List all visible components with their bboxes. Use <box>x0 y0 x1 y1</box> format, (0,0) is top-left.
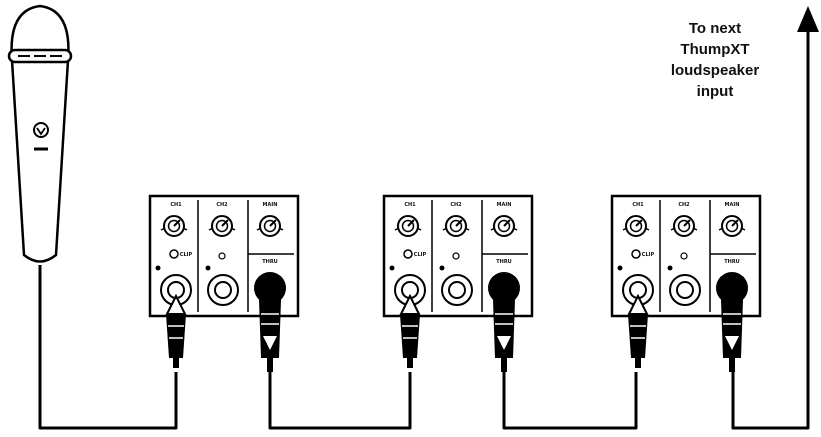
screw <box>667 265 673 271</box>
thru-xlr-plug <box>721 300 743 372</box>
clip-label: CLIP <box>414 252 427 258</box>
link-cable-1 <box>268 372 412 430</box>
input-xlr-plug <box>165 293 187 368</box>
thru-jack <box>254 272 286 304</box>
ch1-label: CH1 <box>632 202 644 208</box>
ch2-label: CH2 <box>216 202 228 208</box>
thru-xlr-plug <box>259 300 281 372</box>
ch1-gain-knob <box>622 215 650 237</box>
main-volume-knob <box>718 215 746 237</box>
ch2-gain-knob <box>442 215 470 237</box>
main-volume-knob <box>256 215 284 237</box>
screw <box>439 265 445 271</box>
link-cable-2 <box>502 372 638 430</box>
clip-label: CLIP <box>642 252 655 258</box>
thru-label: THRU <box>262 259 278 265</box>
caption-line-1: To next <box>688 20 742 37</box>
ch1-label: CH1 <box>404 202 416 208</box>
clip-led <box>631 249 641 259</box>
main-label: MAIN <box>725 202 740 208</box>
ch2-gain-knob <box>670 215 698 237</box>
jack-switch <box>218 252 226 260</box>
caption-line-4: input <box>696 83 734 100</box>
input-xlr-plug <box>399 293 421 368</box>
thru-label: THRU <box>496 259 512 265</box>
main-label: MAIN <box>263 202 278 208</box>
clip-label: CLIP <box>180 252 193 258</box>
thru-xlr-plug <box>493 300 515 372</box>
screw <box>205 265 211 271</box>
main-volume-knob <box>490 215 518 237</box>
screw <box>155 265 161 271</box>
ch2-label: CH2 <box>678 202 690 208</box>
thru-jack <box>716 272 748 304</box>
thru-jack <box>488 272 520 304</box>
speaker-panel-2: CH1 CH2 MAIN THRU CLIP <box>382 194 534 372</box>
thru-label: THRU <box>724 259 740 265</box>
ch1-gain-knob <box>394 215 422 237</box>
microphone <box>7 4 73 263</box>
caption-line-2: ThumpXT <box>680 41 750 58</box>
ch2-gain-knob <box>208 215 236 237</box>
mic-cable <box>38 265 178 430</box>
next-speaker-caption: To next ThumpXT loudspeaker input <box>645 18 785 102</box>
ch1-gain-knob <box>160 215 188 237</box>
clip-led <box>169 249 179 259</box>
output-cable <box>731 30 810 430</box>
screw <box>617 265 623 271</box>
ch2-jack-inner <box>448 281 466 299</box>
screw <box>389 265 395 271</box>
output-arrow-head <box>797 6 819 32</box>
speaker-panel-3: CH1 CH2 MAIN THRU CLIP <box>610 194 762 372</box>
cable-run <box>38 30 810 430</box>
caption-line-3: loudspeaker <box>670 62 760 79</box>
input-xlr-plug <box>627 293 649 368</box>
main-label: MAIN <box>497 202 512 208</box>
jack-switch <box>680 252 688 260</box>
ch2-jack-inner <box>676 281 694 299</box>
ch2-label: CH2 <box>450 202 462 208</box>
ch1-label: CH1 <box>170 202 182 208</box>
speaker-panel-1: CH1 CH2 MAIN THRU CLIP <box>148 194 300 372</box>
ch2-jack-inner <box>214 281 232 299</box>
clip-led <box>403 249 413 259</box>
jack-switch <box>452 252 460 260</box>
